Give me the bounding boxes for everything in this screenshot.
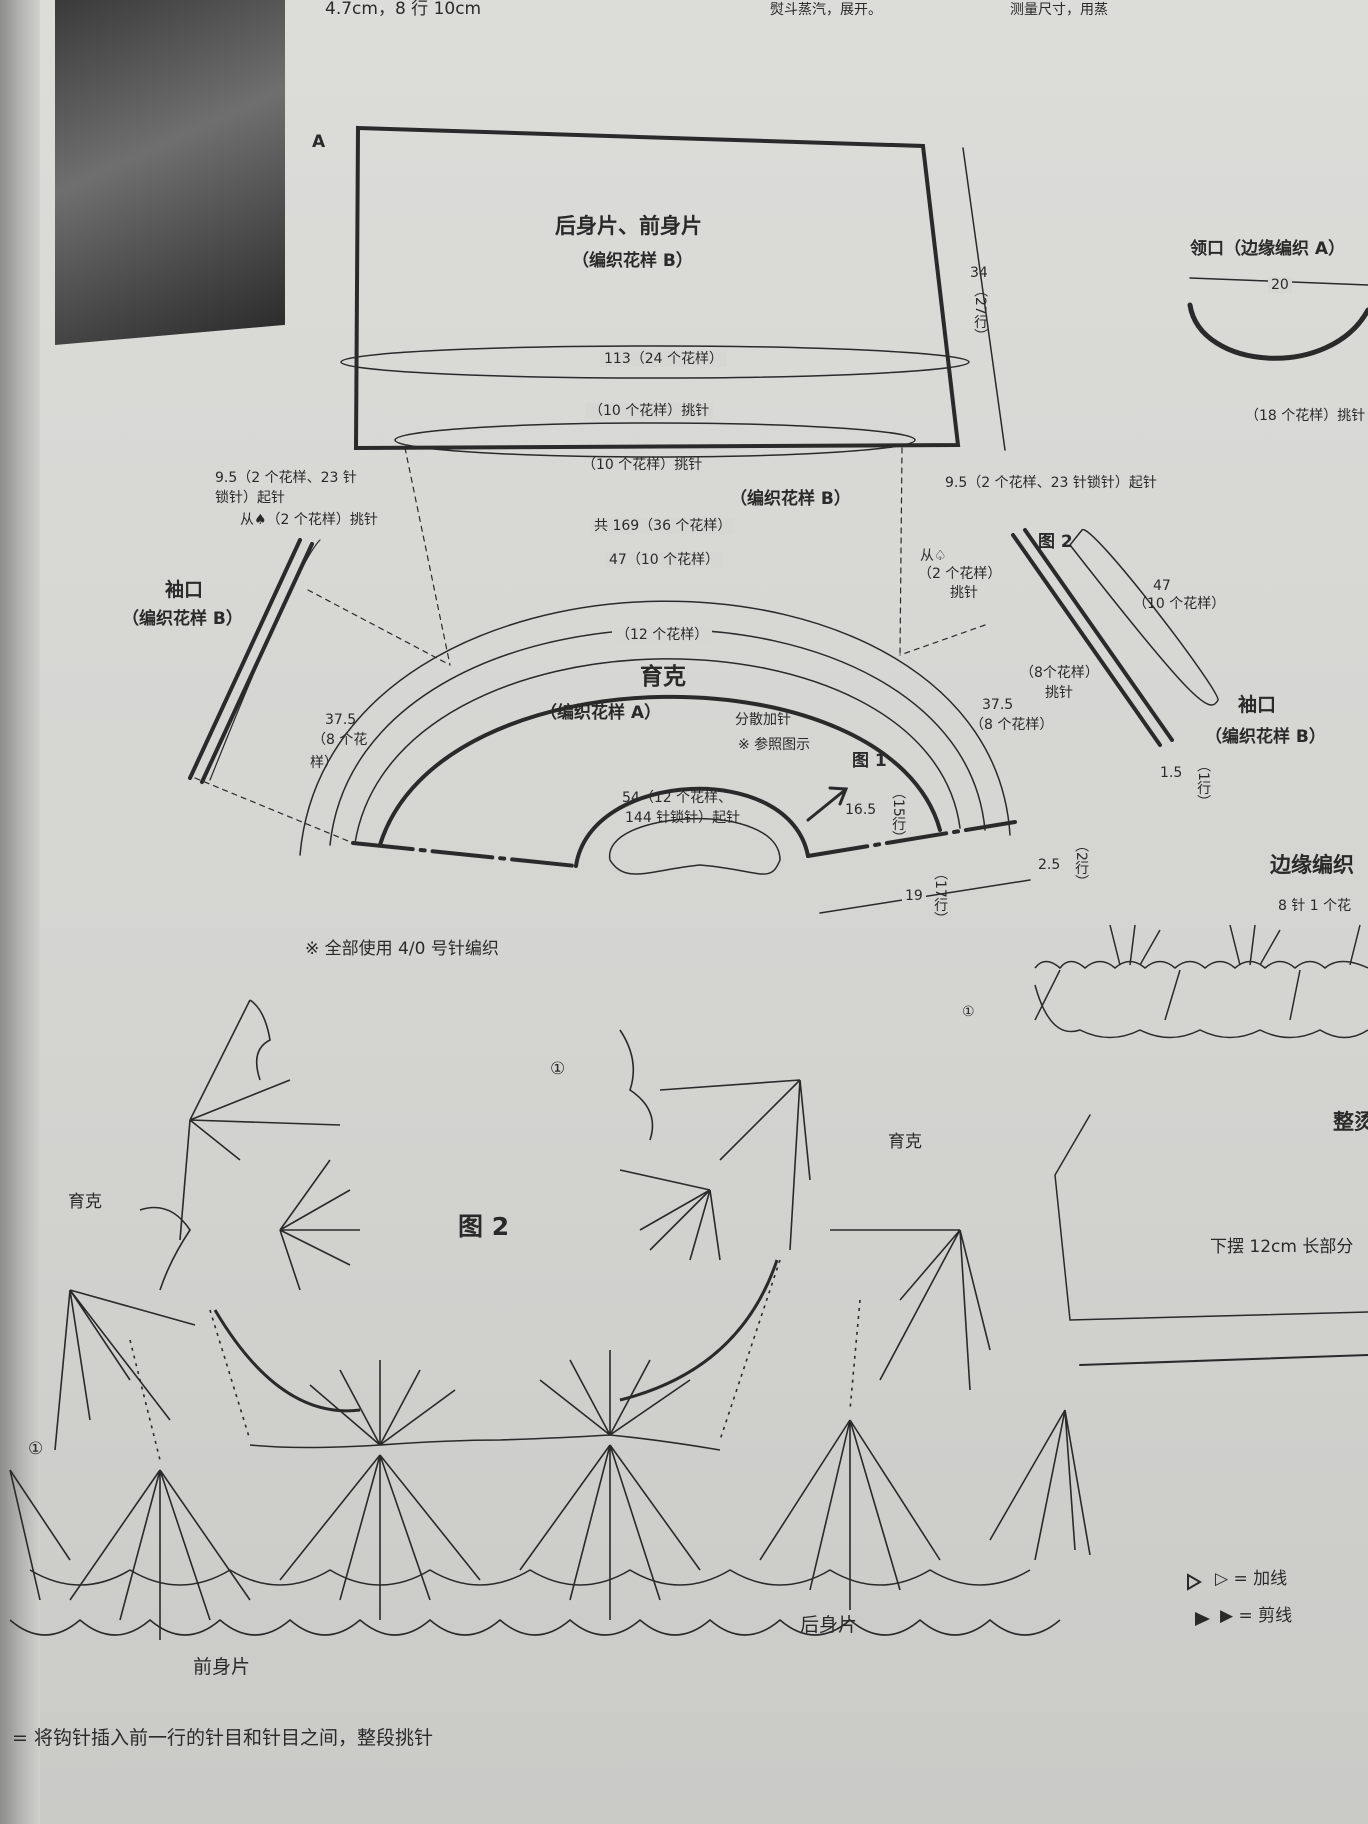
finish-box — [1054, 1114, 1368, 1321]
height-line — [962, 147, 1006, 451]
right-pickup-1: 从♤ — [920, 548, 947, 564]
yoke-depth: 19 — [902, 888, 926, 905]
right-pick8-2: 挑针 — [1045, 685, 1073, 701]
neckband-arc — [1187, 302, 1368, 361]
yoke-arc-47: 47（10 个花样） — [605, 552, 724, 569]
yoke-depth-rows: （17行） — [932, 866, 949, 926]
left-pickup: 从♠（2 个花样）挑针 — [240, 512, 378, 528]
yoke-outer-arc — [299, 600, 1011, 856]
right-band-rows: （1行） — [1195, 758, 1212, 809]
yoke-cast-on-2: 144 针锁针）起针 — [625, 810, 741, 826]
left-sleeve-band — [188, 538, 314, 784]
yoke-title: 育克 — [640, 664, 686, 690]
finish-line — [1079, 1354, 1368, 1366]
yoke-main-arc — [378, 694, 942, 847]
chart-yoke-right: 育克 — [888, 1132, 922, 1152]
right-sleeve-pattern: （编织花样 B） — [1205, 727, 1326, 747]
connector-lines — [194, 447, 986, 844]
finish-hem: 下摆 12cm 长部分 — [1210, 1237, 1354, 1257]
right-sleeve-band — [1011, 528, 1174, 747]
right-len-pattern: （10 个花样） — [1133, 596, 1226, 612]
yoke-arc-3 — [354, 658, 961, 844]
body-pattern: （编织花样 B） — [572, 251, 693, 271]
yoke-side-right-2: （8 个花样） — [970, 717, 1054, 733]
neck-title: 领口（边缘编织 A） — [1190, 239, 1346, 259]
left-sleeve-pattern: （编织花样 B） — [122, 609, 243, 629]
yoke-height: 16.5 — [845, 802, 877, 818]
yoke-border: 2.5 — [1038, 857, 1061, 873]
gauge-text: 4.7cm，8 行 10cm — [325, 0, 482, 19]
yoke-increase-2: ※ 参照图示 — [738, 737, 811, 753]
yoke-border-rows: （2行） — [1073, 838, 1090, 889]
needle-note: ※ 全部使用 4/0 号针编织 — [305, 939, 499, 959]
edge-repeat: 8 针 1 个花 — [1278, 898, 1352, 914]
edge-title: 边缘编织 — [1270, 853, 1354, 877]
top-snippet-right: 测量尺寸，用蒸 — [1010, 2, 1108, 18]
yoke-height-rows: （15行） — [890, 785, 907, 845]
chart-yoke-left: 育克 — [68, 1192, 102, 1212]
pickup-loop — [394, 422, 916, 458]
finish-title: 整烫 — [1333, 1110, 1368, 1134]
edge-chart — [1034, 924, 1368, 1039]
height-cm: 34 — [970, 265, 988, 281]
yoke-pattern-b: （编织花样 B） — [730, 489, 851, 509]
cut-yarn-icon — [1195, 1612, 1210, 1626]
neck-arch — [574, 786, 810, 868]
footnote: = 将钩针插入前一行的针目和针目之间，整段挑针 — [12, 1727, 433, 1749]
neck-loop — [609, 818, 781, 875]
top-snippet-middle: 熨斗蒸汽，展开。 — [770, 2, 882, 18]
yoke-fig1: 图 1 — [852, 751, 887, 771]
left-cast-on-1: 9.5（2 个花样、23 针 — [215, 470, 357, 486]
stitch-chart — [9, 999, 1091, 1640]
yoke-cast-on-1: 54（12 个花样、 — [622, 790, 733, 806]
right-sleeve-title: 袖口 — [1238, 694, 1277, 716]
body-piece-outline — [353, 125, 961, 451]
legend-add: ▷ = 加线 — [1215, 1569, 1288, 1589]
yoke-total: 共 169（36 个花样） — [590, 518, 736, 535]
yoke-bottom-right — [806, 820, 1017, 858]
yoke-side-left-1: 37.5 — [325, 712, 357, 728]
body-title: 后身片、前身片 — [555, 214, 702, 238]
chart-back-label: 后身片 — [800, 1614, 858, 1636]
yoke-bottom-left — [351, 841, 578, 868]
right-pick8-1: （8个花样） — [1020, 665, 1099, 681]
chart-start-mark: ① — [550, 1059, 566, 1079]
legend-cut: ▶ = 剪线 — [1220, 1606, 1293, 1626]
yoke-side-left-2: （8 个花 — [312, 732, 368, 748]
yoke-pattern-a: （编织花样 A） — [540, 703, 662, 723]
yoke-side-left-3: 样） — [310, 755, 338, 771]
right-sleeve-loop — [1069, 529, 1219, 706]
yoke-arc-12: （12 个花样） — [612, 627, 713, 644]
piece-label: A — [312, 132, 326, 152]
right-pickup-2: （2 个花样） — [918, 566, 1002, 582]
yoke-side-right-1: 37.5 — [982, 697, 1014, 713]
arrow-icon — [806, 786, 849, 822]
width-loop — [340, 345, 970, 379]
neck-width: 20 — [1268, 277, 1292, 294]
chart-start-mark-left: ① — [28, 1439, 44, 1459]
right-len: 47 — [1153, 578, 1171, 594]
left-sleeve-title: 袖口 — [165, 579, 204, 601]
pickup-bottom-label: （10 个花样）挑针 — [582, 457, 703, 473]
chart-title: 图 2 — [458, 1212, 510, 1241]
yoke-increase-1: 分散加针 — [735, 712, 791, 728]
right-fig-label: 图 2 — [1038, 532, 1073, 552]
left-cast-on-2: 锁针）起针 — [215, 490, 285, 506]
chart-front-label: 前身片 — [193, 1656, 251, 1678]
right-cast-on: 9.5（2 个花样、23 针锁针）起针 — [945, 475, 1157, 491]
neck-pickup: （18 个花样）挑针 — [1245, 408, 1366, 424]
add-yarn-icon — [1187, 1573, 1202, 1591]
edge-start-mark: ① — [962, 1004, 975, 1020]
right-band-width: 1.5 — [1160, 765, 1183, 781]
height-rows: （27行） — [972, 283, 989, 343]
pickup-top-label: （10 个花样）挑针 — [585, 403, 714, 420]
left-sleeve-loop — [209, 539, 321, 781]
book-spine — [0, 0, 40, 1824]
right-pickup-3: 挑针 — [950, 585, 978, 601]
body-width-label: 113（24 个花样） — [600, 351, 727, 368]
